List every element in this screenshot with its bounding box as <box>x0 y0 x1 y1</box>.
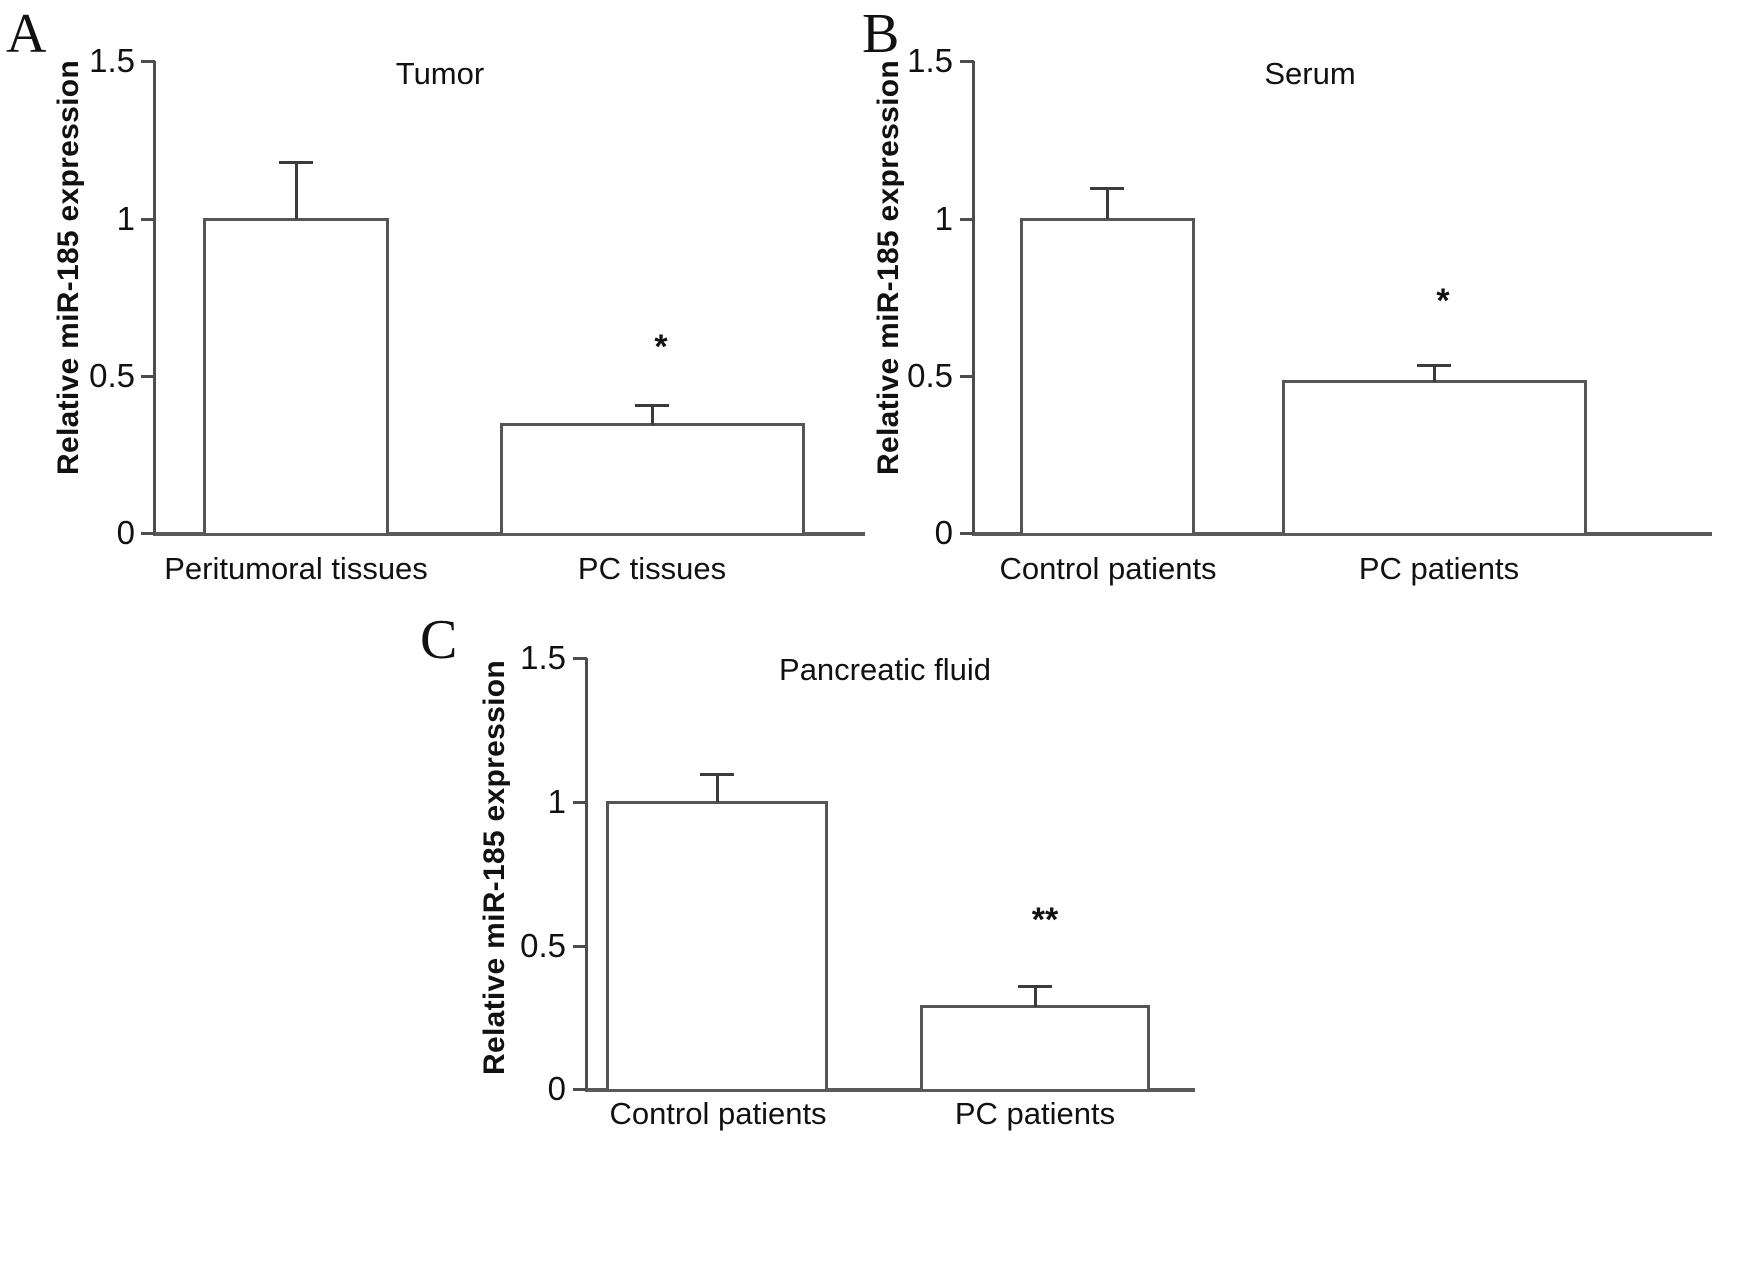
panel-b-errorbar-line-1 <box>1106 187 1109 219</box>
panel-c-errorbar-cap-1 <box>700 773 734 776</box>
panel-a-bar-pc-tissues[interactable] <box>500 423 805 533</box>
panel-a-significance-marker: * <box>654 328 668 366</box>
panel-b-tick-0_5 <box>960 375 974 378</box>
panel-c-ticklabel-1_5: 1.5 <box>520 639 566 676</box>
panel-a-ticklabel-0: 0 <box>116 514 135 551</box>
panel-b-y-axis-title: Relative miR-185 expression <box>872 60 905 475</box>
panel-b-letter: B <box>862 3 900 65</box>
panel-b-significance-marker: * <box>1436 282 1450 320</box>
panel-a-tick-1 <box>141 218 155 221</box>
panel-c-tick-1 <box>573 801 587 804</box>
panel-a-category-label-2: PC tissues <box>577 551 727 586</box>
panel-a-tick-0 <box>141 532 155 535</box>
panel-c-x-axis-line <box>585 1088 1195 1092</box>
panel-a-errorbar-line-2 <box>651 404 654 425</box>
panel-b-errorbar-line-2 <box>1433 364 1436 382</box>
panel-a-ticklabel-1_5: 1.5 <box>89 42 135 79</box>
panel-c-category-label-2: PC patients <box>954 1096 1116 1131</box>
panel-b-category-label-2: PC patients <box>1358 551 1520 586</box>
panel-b-errorbar-cap-2 <box>1417 364 1451 367</box>
panel-c-significance-marker: ** <box>1031 901 1059 939</box>
panel-b-ticklabel-0_5: 0.5 <box>907 357 953 394</box>
panel-a-tick-1_5 <box>141 60 155 63</box>
panel-a-tick-0_5 <box>141 375 155 378</box>
panel-c-ticklabel-0_5: 0.5 <box>520 927 566 964</box>
panel-c-chart-title: Pancreatic fluid <box>779 652 991 687</box>
panel-b-bar-control-patients[interactable] <box>1020 218 1195 533</box>
panel-c-tick-0_5 <box>573 945 587 948</box>
panel-c-letter: C <box>420 609 458 671</box>
panel-b-tick-1 <box>960 218 974 221</box>
panel-a-category-label-1: Peritumoral tissues <box>164 551 428 586</box>
panel-a-y-axis-line <box>153 61 156 535</box>
panel-a-ticklabel-1: 1 <box>116 200 135 237</box>
panel-a-bar-peritumoral-tissues[interactable] <box>203 218 389 533</box>
panel-c-ticklabel-0: 0 <box>547 1070 566 1107</box>
panel-b-category-label-1: Control patients <box>999 551 1217 586</box>
panel-b-ticklabel-1: 1 <box>934 200 953 237</box>
panel-b-tick-0 <box>960 532 974 535</box>
panel-a-letter: A <box>6 3 47 65</box>
panel-c-category-label-1: Control patients <box>609 1096 827 1131</box>
panel-b-y-axis-line <box>972 61 975 535</box>
panel-a-chart-title: Tumor <box>395 56 485 91</box>
panel-b-bar-pc-patients[interactable] <box>1282 380 1587 533</box>
panel-c-bar-control-patients[interactable] <box>606 801 828 1089</box>
panel-c-tick-0 <box>573 1088 587 1091</box>
panel-b-errorbar-cap-1 <box>1090 187 1124 190</box>
panel-a-y-axis-title: Relative miR-185 expression <box>52 60 85 475</box>
panel-b-ticklabel-1_5: 1.5 <box>907 42 953 79</box>
panel-c-errorbar-cap-2 <box>1018 985 1052 988</box>
panel-c-bar-pc-patients[interactable] <box>920 1005 1150 1089</box>
panel-a-errorbar-cap-1 <box>279 161 313 164</box>
panel-c-errorbar-line-2 <box>1034 985 1037 1007</box>
panel-c-ticklabel-1: 1 <box>547 783 566 820</box>
panel-c-tick-1_5 <box>573 657 587 660</box>
panel-a-x-axis-line <box>153 532 865 536</box>
panel-a-ticklabel-0_5: 0.5 <box>89 357 135 394</box>
panel-b-tick-1_5 <box>960 60 974 63</box>
panel-b-chart-title: Serum <box>1264 56 1356 91</box>
panel-b-ticklabel-0: 0 <box>934 514 953 551</box>
panel-c-y-axis-line <box>585 658 588 1090</box>
panel-c-y-axis-title: Relative miR-185 expression <box>478 660 511 1075</box>
panel-c-errorbar-line-1 <box>716 773 719 802</box>
panel-a-errorbar-cap-2 <box>635 404 669 407</box>
panel-b-x-axis-line <box>972 532 1712 536</box>
panel-a-errorbar-line-1 <box>295 161 298 219</box>
